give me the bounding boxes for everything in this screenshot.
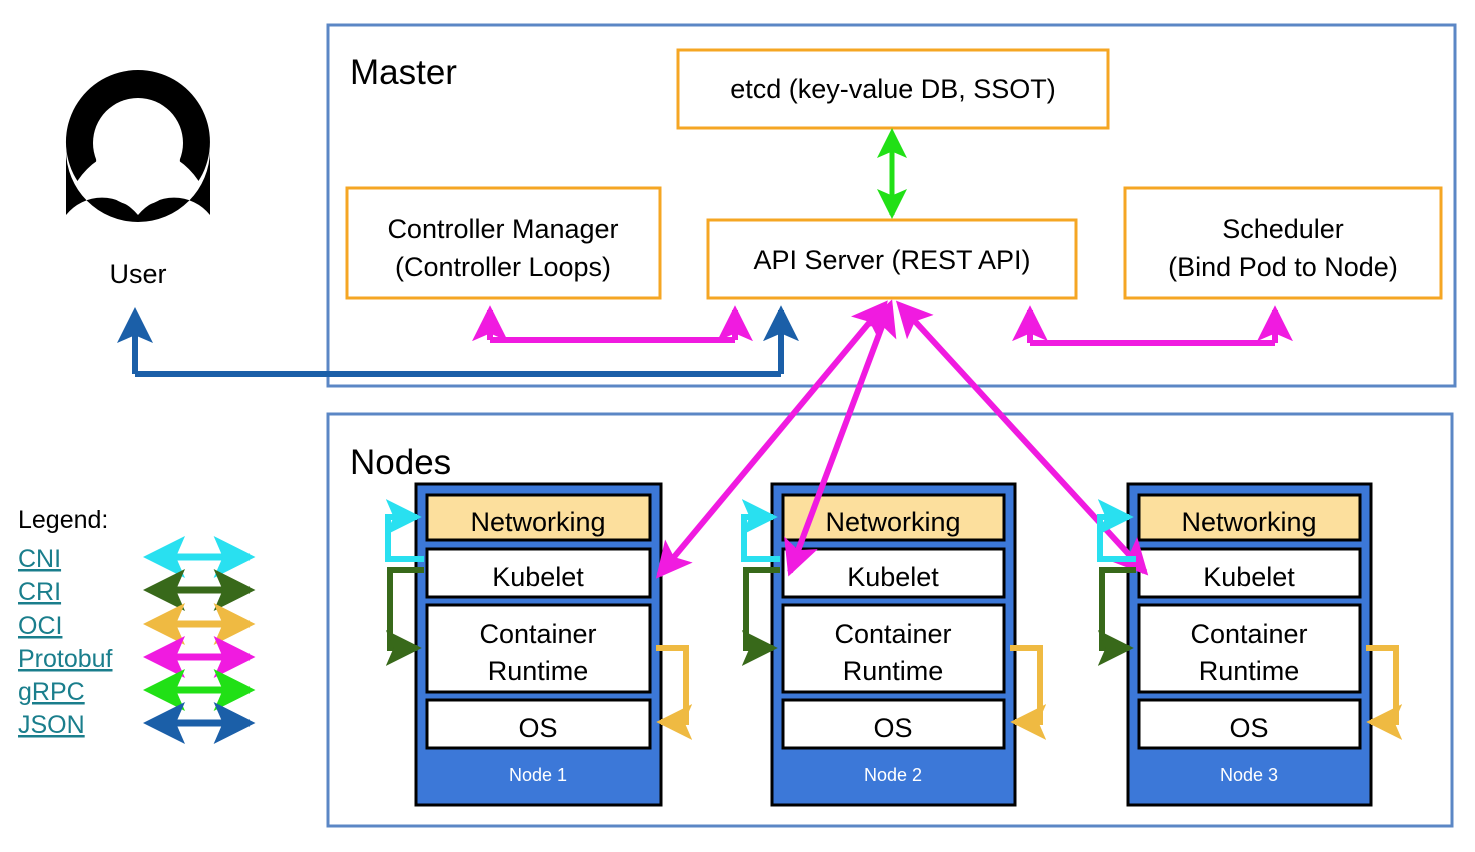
legend-item-label-grpc[interactable]: gRPC <box>18 678 85 706</box>
node-1-networking-label: Networking <box>470 507 605 537</box>
node-1-kubelet-label: Kubelet <box>492 562 584 592</box>
node-2-container-runtime-label-line2: Runtime <box>843 656 944 686</box>
node-3-container-runtime-label-line1: Container <box>1190 619 1307 649</box>
legend-item-label-cri[interactable]: CRI <box>18 578 61 606</box>
legend-item-label-protobuf[interactable]: Protobuf <box>18 645 113 673</box>
api-server-box[interactable] <box>706 218 1078 300</box>
api-server-label: API Server (REST API) <box>753 245 1030 275</box>
legend-item-label-json[interactable]: JSON <box>18 711 85 739</box>
node-3-name-label: Node 3 <box>1220 765 1278 785</box>
node-1-container-runtime-label-line2: Runtime <box>488 656 589 686</box>
controller-manager-label-line1: Controller Manager <box>387 214 618 244</box>
protobuf-arrow-apiserver-node2-kubelet <box>784 299 897 577</box>
cni-arrow-node-3 <box>1097 499 1136 562</box>
oci-arrow-node-3 <box>1366 645 1403 740</box>
nodes-group-title: Nodes <box>350 443 451 482</box>
node-3-os-cell[interactable] <box>1137 698 1362 750</box>
cri-arrow-node-2 <box>741 567 780 666</box>
oci-arrow-node-2 <box>1010 645 1047 740</box>
scheduler-label-line2: (Bind Pod to Node) <box>1168 252 1398 282</box>
node-2-os-label: OS <box>873 713 912 743</box>
cni-arrow-node-2 <box>741 499 780 562</box>
node-2[interactable]: Networking Kubelet Container Runtime OS … <box>770 482 1017 807</box>
node-3[interactable]: Networking Kubelet Container Runtime OS … <box>1126 482 1373 807</box>
legend-item-label-cni[interactable]: CNI <box>18 545 61 573</box>
node-2-container-runtime-label-line1: Container <box>834 619 951 649</box>
node-3-container-runtime-label-line2: Runtime <box>1199 656 1300 686</box>
legend-title: Legend: <box>18 506 108 534</box>
cni-arrow-node-1 <box>385 499 424 562</box>
node-1[interactable]: Networking Kubelet Container Runtime OS … <box>414 482 663 807</box>
cri-arrow-node-3 <box>1097 567 1136 666</box>
node-2-os-cell[interactable] <box>781 698 1006 750</box>
etcd-label: etcd (key-value DB, SSOT) <box>730 74 1056 104</box>
node-3-os-label: OS <box>1229 713 1268 743</box>
node-1-container-runtime-label-line1: Container <box>479 619 596 649</box>
oci-arrow-node-1 <box>656 645 693 740</box>
node-2-name-label: Node 2 <box>864 765 922 785</box>
node-1-os-label: OS <box>518 713 557 743</box>
user-label: User <box>109 259 166 289</box>
etcd-box[interactable] <box>676 48 1110 130</box>
node-2-kubelet-label: Kubelet <box>847 562 939 592</box>
cri-arrow-node-1 <box>385 567 424 666</box>
scheduler-box[interactable] <box>1123 186 1443 300</box>
node-1-networking-cell[interactable] <box>425 493 652 542</box>
node-3-kubelet-label: Kubelet <box>1203 562 1295 592</box>
node-2-container-runtime-cell[interactable] <box>781 603 1006 694</box>
scheduler-label-line1: Scheduler <box>1222 214 1344 244</box>
node-1-name-label: Node 1 <box>509 765 567 785</box>
node-3-kubelet-cell[interactable] <box>1137 547 1362 599</box>
node-1-os-cell[interactable] <box>425 698 652 750</box>
node-3-networking-label: Networking <box>1181 507 1316 537</box>
master-group-title: Master <box>350 53 457 92</box>
controller-manager-box[interactable] <box>345 186 662 300</box>
user-avatar-icon <box>65 70 210 232</box>
node-1-container-runtime-cell[interactable] <box>425 603 652 694</box>
legend-item-label-oci[interactable]: OCI <box>18 612 62 640</box>
node-3-container-runtime-cell[interactable] <box>1137 603 1362 694</box>
controller-manager-label-line2: (Controller Loops) <box>395 252 611 282</box>
node-2-networking-label: Networking <box>825 507 960 537</box>
node-1-kubelet-cell[interactable] <box>425 547 652 599</box>
